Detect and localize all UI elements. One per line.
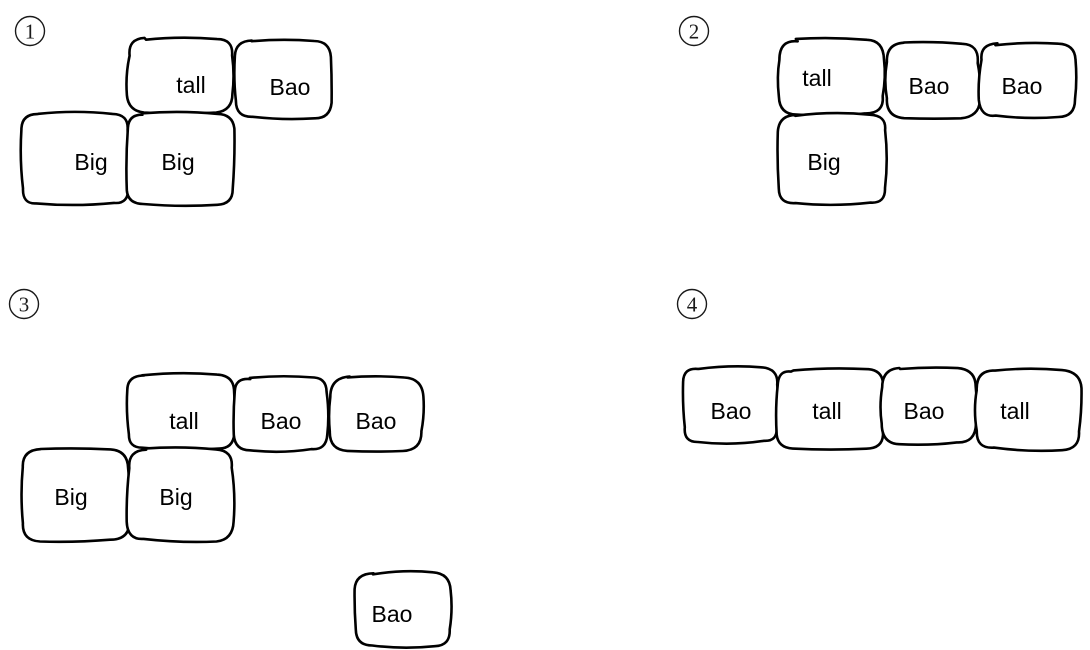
tile-label: tall [169,408,198,434]
tile-label: Bao [270,74,311,100]
tile[interactable]: Bao [681,365,780,445]
tile[interactable]: Bao [233,38,333,121]
tile[interactable]: tall [125,371,237,452]
tile-label: Big [807,149,840,175]
tile-label: Big [159,484,192,510]
tile-label: Bao [372,601,413,627]
tile-outline[interactable] [327,375,426,453]
tile-outline[interactable] [233,38,333,121]
tile-label: tall [802,65,831,91]
tile-outline[interactable] [973,367,1083,453]
panel-number-label: 1 [25,20,36,44]
tile-label: tall [176,72,205,98]
tile[interactable]: Big [125,446,236,544]
tile-outline[interactable] [774,367,885,451]
panel-number-badge: 2 [678,15,710,47]
panel-number-circle [8,288,40,320]
tile[interactable]: tall [776,36,887,118]
tile-outline[interactable] [20,447,132,544]
tile-outline[interactable] [884,40,982,120]
tile-label: tall [1000,398,1029,424]
panel-number-circle [676,288,708,320]
tile[interactable]: Big [125,110,236,208]
panel-number-circle [678,15,710,47]
tile-label: Bao [711,398,752,424]
tile-outline[interactable] [681,365,780,445]
tile-outline[interactable] [977,41,1078,120]
panel-number-label: 2 [689,20,700,44]
panel-number-badge: 4 [676,288,708,320]
tile-label: Big [54,484,87,510]
tile[interactable]: Bao [353,569,453,649]
tile-outline[interactable] [353,569,453,649]
panel-number-label: 3 [19,293,30,317]
tile[interactable]: Big [20,447,132,544]
tile-outline[interactable] [125,110,236,208]
tile-label: Bao [904,398,945,424]
tile-outline[interactable] [125,446,236,544]
tile-outline[interactable] [19,110,131,207]
tile-outline[interactable] [776,111,889,207]
tile[interactable]: tall [125,36,235,116]
tile-label: Bao [356,408,397,434]
tile-label: Bao [909,73,950,99]
tile[interactable]: tall [973,367,1083,453]
tile[interactable]: Bao [879,366,979,446]
panel-number-badge: 3 [8,288,40,320]
tile-label: Bao [1002,73,1043,99]
panel-number-label: 4 [687,293,698,317]
tile-label: tall [812,398,841,424]
tile-label: Bao [261,408,302,434]
panel-number-badge: 1 [14,15,46,47]
tile[interactable]: Big [19,110,131,207]
tile-label: Big [74,149,107,175]
tile[interactable]: Bao [232,374,330,454]
tile-outline[interactable] [232,374,330,454]
tile[interactable]: tall [774,367,885,451]
panel-number-circle [14,15,46,47]
tile[interactable]: Big [776,111,889,207]
tile[interactable]: Bao [327,375,426,453]
tile-label: Big [161,149,194,175]
tile[interactable]: Bao [977,41,1078,120]
tile-outline[interactable] [879,366,979,446]
tile[interactable]: Bao [884,40,982,120]
